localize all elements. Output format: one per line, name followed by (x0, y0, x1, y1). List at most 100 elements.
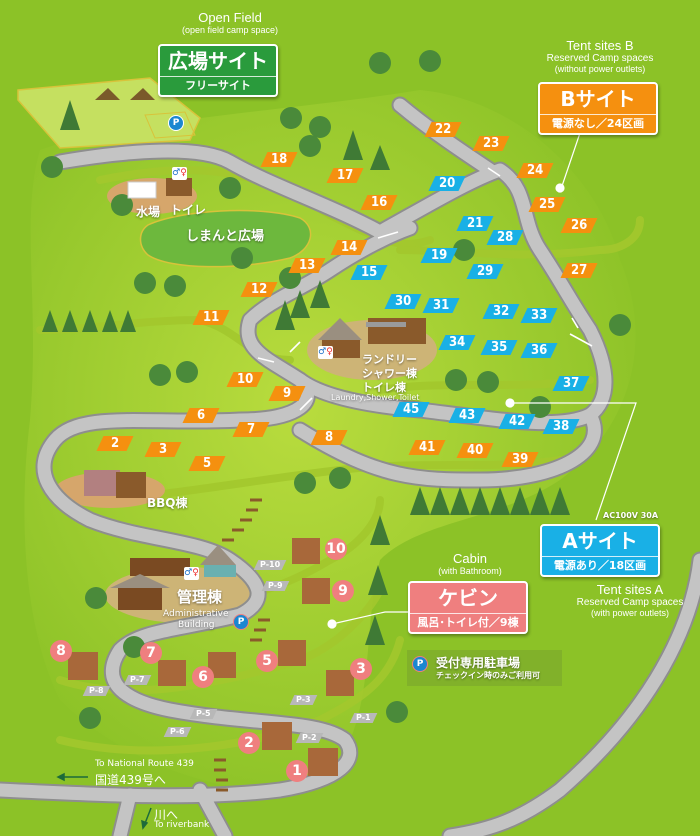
a-site-caption: Tent sites A Reserved Camp spaces (with … (560, 582, 700, 619)
cabin-parking-spot[interactable]: P-9 (261, 581, 289, 591)
a-site-marker-number: 28 (496, 230, 514, 245)
cabin-sign[interactable]: ケビン 風呂･トイレ付／9棟 (408, 581, 528, 634)
b-site-marker-number: 18 (270, 152, 288, 167)
b-site-marker-number: 26 (570, 218, 588, 233)
a-site-marker-number: 31 (432, 298, 450, 313)
a-site-marker-number: 34 (448, 335, 466, 350)
b-site-marker-number: 25 (538, 197, 556, 212)
open-field-caption-title: Open Field (198, 10, 262, 25)
b-site-marker-number: 3 (158, 442, 168, 457)
cabin-parking-spot[interactable]: P-10 (253, 560, 287, 570)
b-site-marker-number: 17 (336, 168, 354, 183)
open-field-sign-subtitle: フリーサイト (160, 76, 276, 95)
admin-toilet-icon: ♂♀ (184, 567, 199, 580)
laundry-toilet-icon: ♂♀ (318, 346, 333, 359)
a-site-sign-subtitle: 電源あり／18区画 (542, 556, 658, 575)
cabin-marker[interactable]: 3 (350, 658, 372, 680)
b-site-marker-number: 13 (298, 258, 316, 273)
cabin-marker[interactable]: 9 (332, 580, 354, 602)
b-site-marker-number: 5 (202, 456, 212, 471)
b-site-marker-number: 40 (466, 443, 484, 458)
reception-parking-icon: P (412, 656, 428, 672)
cabin-sign-subtitle: 風呂･トイレ付／9棟 (410, 613, 526, 632)
toilet-icon: ♂♀ (172, 167, 187, 180)
b-site-marker-number: 41 (418, 440, 436, 455)
a-site-marker-number: 36 (530, 343, 548, 358)
route-label-en: To National Route 439 (95, 759, 194, 769)
b-site-marker-number: 2 (110, 436, 120, 451)
cabin-parking-spot[interactable]: P-6 (163, 727, 191, 737)
cabin-marker[interactable]: 7 (140, 642, 162, 664)
cabin-parking-spot[interactable]: P-1 (349, 713, 377, 723)
a-site-marker-number: 33 (530, 308, 548, 323)
cabin-parking-spot[interactable]: P-7 (123, 675, 151, 685)
b-site-marker-number: 24 (526, 163, 544, 178)
cabin-parking-spot-number: P-8 (89, 686, 104, 695)
admin-parking-icon: P (233, 614, 249, 630)
a-site-marker-number: 38 (552, 419, 570, 434)
b-site-marker-number: 7 (246, 422, 256, 437)
cabin-parking-spot-number: P-1 (356, 713, 371, 722)
a-site-marker-number: 45 (402, 402, 420, 417)
cabin-parking-spot[interactable]: P-2 (295, 733, 323, 743)
open-field-sign[interactable]: 広場サイト フリーサイト (158, 44, 278, 97)
a-site-power-label: AC100V 30A (603, 511, 659, 520)
laundry-label-2: シャワー棟 (362, 367, 417, 380)
a-site-marker-number: 42 (508, 414, 526, 429)
cabin-parking-spot-number: P-5 (196, 709, 211, 718)
cabin-marker[interactable]: 5 (256, 650, 278, 672)
cabin-marker[interactable]: 8 (50, 640, 72, 662)
cabin-parking-spot-number: P-7 (130, 675, 145, 684)
reception-parking-title: 受付専用駐車場 (436, 656, 521, 670)
open-field-caption: Open Field (open field camp space) (160, 10, 300, 36)
cabin-parking-spot[interactable]: P-3 (289, 695, 317, 705)
route-label-jp[interactable]: 国道439号へ (95, 773, 166, 787)
a-site-marker-number: 19 (430, 248, 448, 263)
tree-icons (41, 50, 631, 729)
admin-label-jp: 管理棟 (177, 588, 223, 606)
b-site-marker-number: 9 (282, 386, 292, 401)
admin-label-en2: Building (178, 620, 215, 630)
b-site-marker-number: 10 (236, 372, 254, 387)
river-label-jp[interactable]: 川へ (154, 808, 179, 822)
a-site-caption-title: Tent sites A (596, 582, 664, 597)
cabin-parking-spot[interactable]: P-5 (189, 709, 217, 719)
cabin-marker[interactable]: 2 (238, 732, 260, 754)
admin-label-en1: Administrative (163, 609, 229, 619)
river-label-en: To riverbank (154, 820, 210, 830)
b-site-marker-number: 39 (511, 452, 529, 467)
a-site-marker-number: 32 (492, 304, 510, 319)
b-site-caption-title: Tent sites B (566, 38, 634, 53)
laundry-label-en: Laundry,Shower,Toilet (331, 393, 420, 402)
cabin-sign-title: ケビン (438, 586, 498, 610)
a-site-marker-number: 21 (466, 216, 484, 231)
reception-parking-note: チェックイン時のみご利用可 (436, 671, 540, 680)
b-site-marker-number: 6 (196, 408, 206, 423)
a-site-marker-number: 37 (562, 376, 580, 391)
b-site-marker-number: 14 (340, 240, 358, 255)
cabin-caption: Cabin (with Bathroom) (410, 551, 530, 577)
water-place-label: 水場 (136, 205, 161, 219)
cabin-parking-spot-number: P-3 (296, 695, 311, 704)
cabin-marker[interactable]: 6 (192, 666, 214, 688)
laundry-label-1: ランドリー (362, 353, 417, 366)
b-site-caption: Tent sites B Reserved Camp spaces (witho… (530, 38, 670, 75)
b-site-marker-number: 16 (370, 195, 388, 210)
a-site-marker-number: 20 (438, 176, 456, 191)
a-site-sign[interactable]: Aサイト 電源あり／18区画 (540, 524, 660, 577)
a-site-marker-number: 35 (490, 340, 508, 355)
a-site-marker-number: 29 (476, 264, 494, 279)
cabin-marker[interactable]: 1 (286, 760, 308, 782)
b-site-marker-number: 27 (570, 263, 588, 278)
cabin-parking-spot[interactable]: P-8 (82, 686, 110, 696)
b-site-sign-subtitle: 電源なし／24区画 (540, 114, 656, 133)
a-site-marker-number: 30 (394, 294, 412, 309)
parking-icon: P (168, 115, 184, 131)
a-site-caption-sub2: (with power outlets) (590, 608, 670, 618)
open-field-sign-title: 広場サイト (168, 49, 268, 73)
b-site-marker-number: 11 (202, 310, 220, 325)
b-site-marker-number: 22 (434, 122, 452, 137)
cabin-parking-spot-number: P-9 (268, 581, 283, 590)
cabin-marker[interactable]: 10 (325, 538, 347, 560)
b-site-sign[interactable]: Bサイト 電源なし／24区画 (538, 82, 658, 135)
